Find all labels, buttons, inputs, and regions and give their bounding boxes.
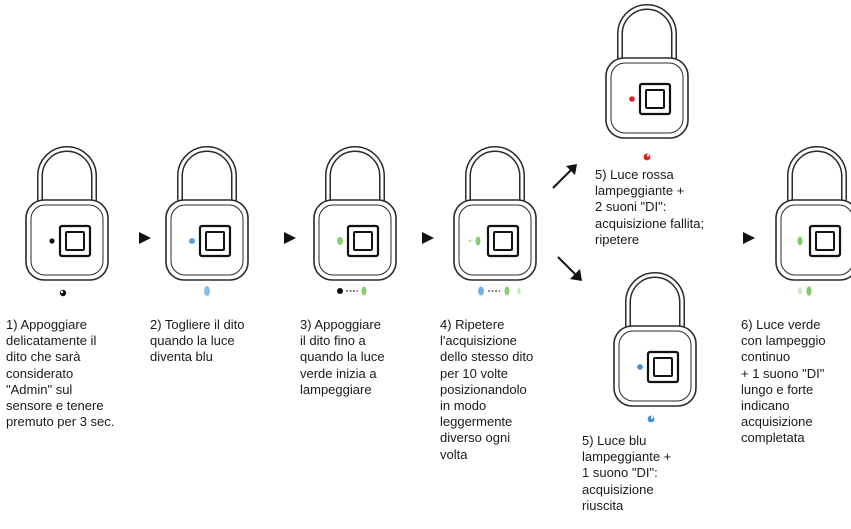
- touch-indicator-step6: [798, 286, 812, 296]
- caption-step5-ok: 5) Luce blu lampeggiante + 1 suono "DI":…: [582, 433, 672, 513]
- touch-indicator-step1: [59, 289, 67, 297]
- indicator-dot-step1: [49, 238, 55, 244]
- caption-step4: 4) Ripetere l'acquisizione dello stesso …: [440, 317, 534, 462]
- arrow-right-2: [284, 232, 296, 244]
- indicator-dot-step4: [475, 236, 481, 246]
- cropped-header-text: [250, 0, 600, 4]
- padlock-step5-ok: [613, 272, 697, 407]
- touch-indicator-step3: [337, 286, 367, 296]
- padlock-step5-fail: [605, 4, 689, 139]
- padlock-step6: [775, 146, 851, 281]
- padlock-step3: [313, 146, 397, 281]
- arrow-down-ok: [557, 256, 582, 281]
- indicator-dot-step5-fail: [629, 96, 635, 102]
- touch-indicator-step2: [204, 286, 210, 296]
- indicator-dot-step2: [189, 238, 195, 244]
- padlock-step1: [25, 146, 109, 281]
- indicator-dot-step5-ok: [637, 364, 643, 370]
- touch-indicator-step4: [478, 286, 521, 296]
- padlock-step4: [453, 146, 537, 281]
- arrow-right-3: [422, 232, 434, 244]
- arrow-right-1: [139, 232, 151, 244]
- arrow-right-4: [743, 232, 755, 244]
- touch-indicator-step5-ok: [647, 415, 655, 423]
- caption-step3: 3) Appoggiare il dito fino a quando la l…: [300, 317, 385, 397]
- touch-indicator-step5-fail: [643, 153, 651, 161]
- caption-step5-fail: 5) Luce rossa lampeggiante + 2 suoni "DI…: [595, 167, 705, 247]
- padlock-step2: [165, 146, 249, 281]
- indicator-dot-step6: [797, 236, 803, 246]
- caption-step1: 1) Appoggiare delicatamente il dito che …: [6, 317, 115, 430]
- caption-step2: 2) Togliere il dito quando la luce diven…: [150, 317, 245, 365]
- arrow-up-fail: [552, 164, 577, 189]
- caption-step6: 6) Luce verde con lampeggio continuo + 1…: [741, 317, 826, 446]
- indicator-dot-step3: [337, 237, 343, 245]
